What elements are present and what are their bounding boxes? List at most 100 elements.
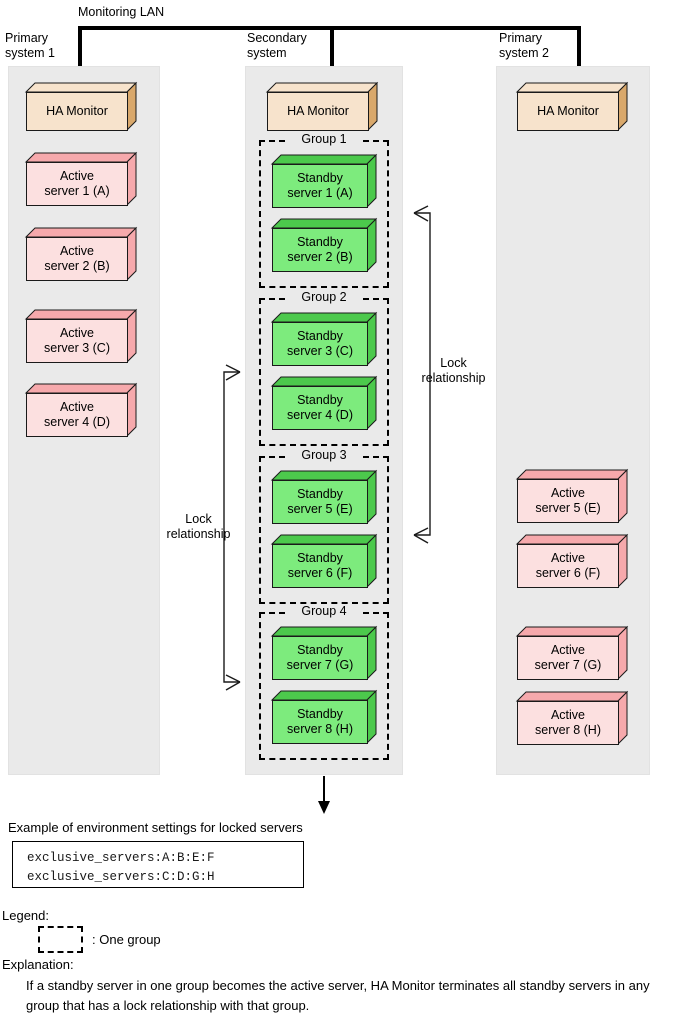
ha-monitor-box-primary-1: HA Monitor (24, 81, 138, 132)
active-server-box-1: Active server 1 (A) (24, 151, 138, 207)
group-border-top-right (363, 298, 389, 300)
group-border-top-left (259, 612, 285, 614)
standby-server-box-1: Standby server 1 (A) (270, 153, 378, 209)
active-server-box-8: Active server 8 (H) (515, 690, 629, 746)
active-server-line1: Active (550, 486, 586, 500)
caption-primary-system-1: Primary system 1 (5, 31, 56, 60)
ha-monitor-box-primary-2: HA Monitor (515, 81, 629, 132)
group-border-right (387, 612, 389, 760)
ha-monitor-box-secondary: HA Monitor (265, 81, 379, 132)
active-server-box-5: Active server 5 (E) (515, 468, 629, 524)
standby-server-line1: Standby (297, 171, 343, 185)
ha-monitor-label: HA Monitor (46, 104, 108, 118)
standby-server-box-6: Standby server 6 (F) (270, 533, 378, 589)
group-frame-3: Group 3 Standby server 5 (E) Standby ser… (259, 448, 389, 604)
active-server-line2: server 5 (E) (535, 501, 601, 515)
group-border-top-left (259, 456, 285, 458)
group-border-right (387, 140, 389, 288)
legend-group-text: : One group (92, 932, 161, 947)
standby-server-box-3: Standby server 3 (C) (270, 311, 378, 367)
standby-server-line1: Standby (297, 329, 343, 343)
group-border-top-right (363, 456, 389, 458)
active-server-box-6: Active server 6 (F) (515, 533, 629, 589)
active-server-line2: server 4 (D) (44, 415, 110, 429)
lock-relationship-label-right: Lock relationship (421, 356, 486, 385)
standby-server-box-5: Standby server 5 (E) (270, 469, 378, 525)
active-server-line1: Active (59, 169, 95, 183)
ha-monitor-label: HA Monitor (537, 104, 599, 118)
settings-code-line-2: exclusive_servers:C:D:G:H (27, 870, 215, 884)
lock-relationship-label-left: Lock relationship (166, 512, 231, 541)
caption-secondary-system: Secondary system (247, 31, 307, 60)
group-label-3: Group 3 (296, 448, 352, 462)
lan-drop-secondary (330, 26, 334, 66)
standby-server-box-8: Standby server 8 (H) (270, 689, 378, 745)
legend-title: Legend: (2, 908, 49, 923)
group-border-top-right (363, 140, 389, 142)
legend-group-swatch (38, 926, 83, 953)
explanation-title: Explanation: (2, 957, 74, 972)
active-server-line2: server 8 (H) (535, 723, 601, 737)
active-server-line1: Active (59, 400, 95, 414)
group-frame-1: Group 1 Standby server 1 (A) Standby ser… (259, 132, 389, 288)
standby-server-line2: server 3 (C) (287, 344, 353, 358)
lan-drop-primary-1 (78, 26, 82, 66)
caption-primary-system-2: Primary system 2 (499, 31, 550, 60)
settings-pointer-arrow (312, 776, 336, 816)
group-border-left (259, 456, 261, 604)
group-border-bottom (259, 286, 389, 288)
active-server-line1: Active (550, 708, 586, 722)
group-border-right (387, 298, 389, 446)
standby-server-line1: Standby (297, 551, 343, 565)
group-border-left (259, 612, 261, 760)
standby-server-line2: server 4 (D) (287, 408, 353, 422)
lock-relationship-bracket-left (196, 360, 266, 695)
active-server-line1: Active (59, 326, 95, 340)
active-server-line2: server 1 (A) (44, 184, 110, 198)
group-border-bottom (259, 444, 389, 446)
standby-server-line1: Standby (297, 235, 343, 249)
standby-server-box-2: Standby server 2 (B) (270, 217, 378, 273)
active-server-line2: server 2 (B) (44, 259, 110, 273)
standby-server-line1: Standby (297, 487, 343, 501)
active-server-box-2: Active server 2 (B) (24, 226, 138, 282)
active-server-line2: server 7 (G) (534, 658, 602, 672)
ha-monitor-label: HA Monitor (287, 104, 349, 118)
group-border-bottom (259, 758, 389, 760)
standby-server-line1: Standby (297, 393, 343, 407)
active-server-line2: server 3 (C) (44, 341, 110, 355)
lan-drop-primary-2 (577, 26, 581, 66)
active-server-line2: server 6 (F) (535, 566, 601, 580)
active-server-line1: Active (59, 244, 95, 258)
settings-code-block: exclusive_servers:A:B:E:F exclusive_serv… (12, 841, 304, 888)
group-border-bottom (259, 602, 389, 604)
standby-server-line2: server 7 (G) (286, 658, 354, 672)
active-server-line1: Active (550, 551, 586, 565)
standby-server-line1: Standby (297, 707, 343, 721)
group-label-2: Group 2 (296, 290, 352, 304)
active-server-box-4: Active server 4 (D) (24, 382, 138, 438)
standby-server-line2: server 5 (E) (287, 502, 353, 516)
group-label-4: Group 4 (296, 604, 352, 618)
lock-relationship-bracket-right (388, 200, 448, 555)
settings-example-title: Example of environment settings for lock… (8, 820, 303, 835)
standby-server-box-7: Standby server 7 (G) (270, 625, 378, 681)
active-server-box-7: Active server 7 (G) (515, 625, 629, 681)
group-border-left (259, 140, 261, 288)
group-border-top-left (259, 140, 285, 142)
group-border-top-left (259, 298, 285, 300)
group-frame-2: Group 2 Standby server 3 (C) Standby ser… (259, 290, 389, 446)
settings-code-line-1: exclusive_servers:A:B:E:F (27, 851, 215, 865)
group-border-top-right (363, 612, 389, 614)
group-label-1: Group 1 (296, 132, 352, 146)
standby-server-line2: server 8 (H) (287, 722, 353, 736)
standby-server-box-4: Standby server 4 (D) (270, 375, 378, 431)
lan-bus-horizontal (78, 26, 581, 30)
standby-server-line2: server 2 (B) (287, 250, 353, 264)
group-border-right (387, 456, 389, 604)
standby-server-line2: server 6 (F) (287, 566, 353, 580)
monitoring-lan-label: Monitoring LAN (78, 5, 165, 19)
standby-server-line1: Standby (297, 643, 343, 657)
group-border-left (259, 298, 261, 446)
